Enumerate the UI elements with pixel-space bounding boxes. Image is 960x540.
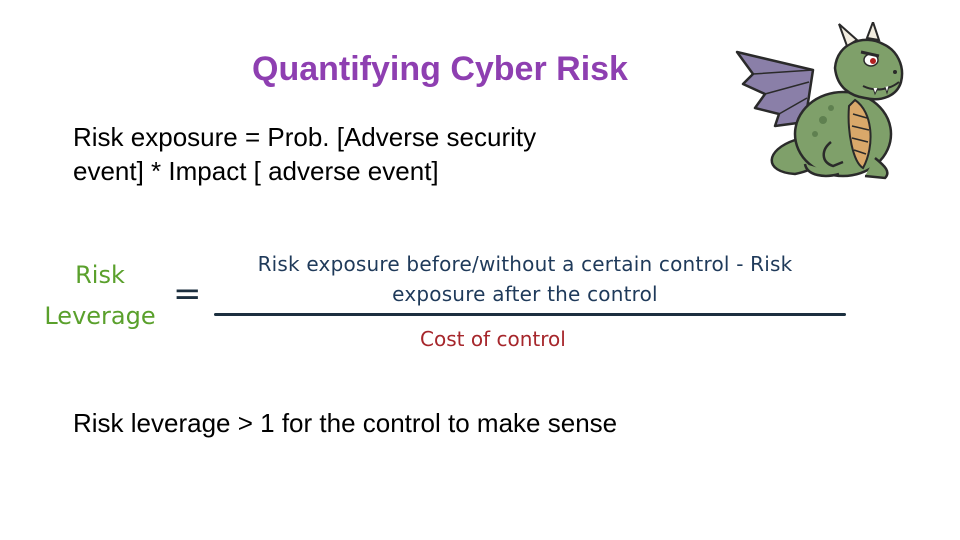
formula-denominator: Cost of control: [420, 327, 566, 351]
risk-exposure-definition-line-2: event] * Impact [ adverse event]: [73, 156, 439, 186]
risk-leverage-label-line-1: Risk: [75, 261, 125, 289]
equals-sign: =: [173, 274, 202, 314]
formula-numerator-line-2: exposure after the control: [392, 282, 658, 306]
formula-numerator-line-1: Risk exposure before/without a certain c…: [257, 252, 793, 276]
risk-leverage-rule: Risk leverage > 1 for the control to mak…: [73, 408, 618, 438]
risk-exposure-definition-line-1: Risk exposure = Prob. [Adverse security: [73, 122, 537, 152]
fraction-bar: [214, 313, 846, 316]
dragon-icon: [735, 22, 904, 180]
risk-leverage-label-line-2: Leverage: [44, 302, 156, 330]
slide-title: Quantifying Cyber Risk: [252, 50, 628, 88]
